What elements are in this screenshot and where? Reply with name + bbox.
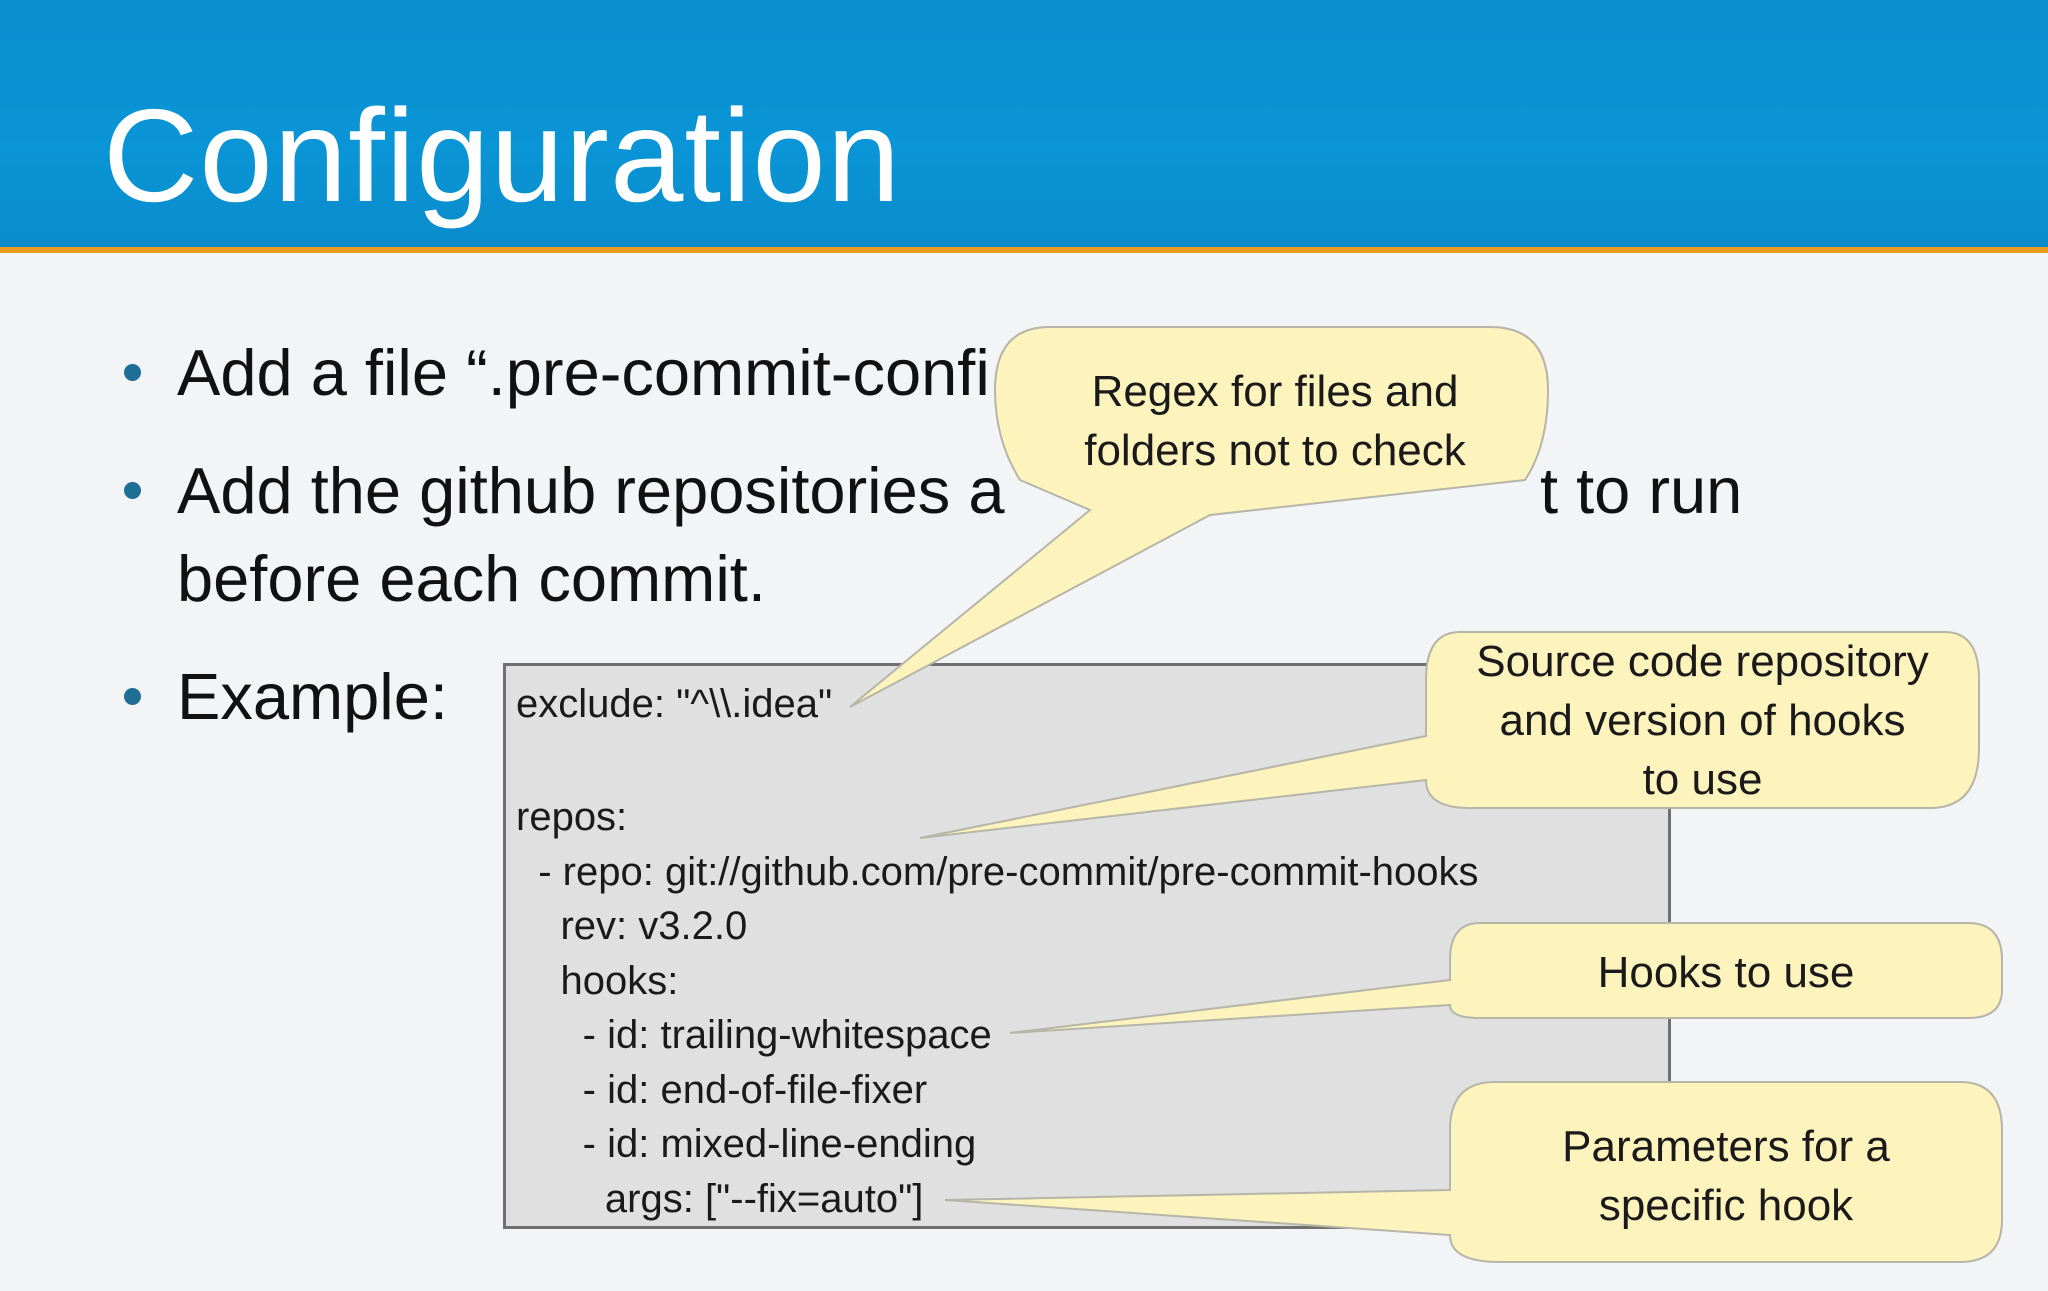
code-line: args: ["--fix=auto"] bbox=[516, 1177, 924, 1221]
bullet-text: Add a file “.pre-commit-confi bbox=[177, 336, 990, 409]
bullet-text-continued: t to run bbox=[1540, 454, 1743, 527]
callout-repo-text: Source code repository and version of ho… bbox=[1426, 632, 1979, 809]
code-line: - repo: git://github.com/pre-commit/pre-… bbox=[516, 850, 1479, 894]
callout-parameters-text: Parameters for a specific hook bbox=[1450, 1117, 2002, 1235]
callout-line: Source code repository bbox=[1476, 637, 1929, 686]
code-line: - id: mixed-line-ending bbox=[516, 1122, 977, 1166]
title-bar bbox=[0, 0, 2048, 247]
callout-hooks-text: Hooks to use bbox=[1450, 943, 2002, 1002]
callout-line: Hooks to use bbox=[1597, 948, 1855, 997]
callout-hooks bbox=[1009, 922, 2003, 1034]
code-line: rev: v3.2.0 bbox=[516, 904, 748, 948]
title-underline bbox=[0, 247, 2048, 253]
callout-line: and version of hooks bbox=[1499, 696, 1906, 745]
bullet-text: Example: bbox=[177, 660, 448, 733]
code-line: hooks: bbox=[516, 959, 679, 1003]
callout-parameters bbox=[944, 1081, 2003, 1263]
callout-regex bbox=[849, 326, 1550, 708]
bullet-dot bbox=[124, 482, 141, 499]
bullet-text: Add the github repositories a bbox=[177, 454, 1005, 527]
code-line: - id: trailing-whitespace bbox=[516, 1013, 992, 1057]
callout-repo bbox=[919, 631, 1980, 839]
code-line: repos: bbox=[516, 795, 628, 839]
code-line: - id: end-of-file-fixer bbox=[516, 1068, 928, 1112]
bullet-text: before each commit. bbox=[177, 542, 766, 615]
callout-line: folders not to check bbox=[1084, 426, 1466, 475]
callout-line: Regex for files and bbox=[1091, 367, 1459, 416]
callout-line: to use bbox=[1642, 755, 1763, 804]
callout-line: specific hook bbox=[1598, 1181, 1854, 1230]
code-line: exclude: "^\\.idea" bbox=[516, 682, 833, 726]
bullet-dot bbox=[124, 364, 141, 381]
slide-title: Configuration bbox=[103, 82, 902, 229]
callout-line: Parameters for a bbox=[1562, 1122, 1890, 1171]
callout-regex-text: Regex for files and folders not to check bbox=[1025, 362, 1525, 480]
bullet-dot bbox=[124, 688, 141, 705]
